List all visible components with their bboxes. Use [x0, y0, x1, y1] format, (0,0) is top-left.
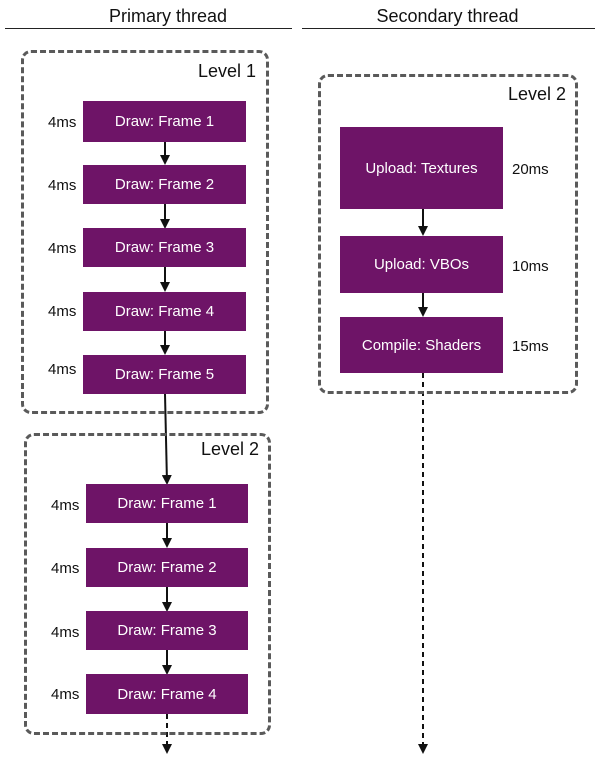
primary-level1-group	[21, 50, 269, 414]
task-time: 4ms	[48, 177, 77, 194]
task-box: Upload: Textures	[340, 127, 503, 209]
primary-header-rule	[5, 28, 292, 29]
task-box: Draw: Frame 3	[86, 611, 248, 650]
task-box: Draw: Frame 2	[86, 548, 248, 587]
primary-level1-label: Level 1	[198, 61, 257, 81]
task-time: 15ms	[512, 338, 549, 355]
task-time: 4ms	[48, 303, 77, 320]
secondary-level2-label: Level 2	[508, 84, 567, 104]
task-box: Upload: VBOs	[340, 236, 503, 293]
primary-thread-header: Primary thread	[108, 6, 228, 26]
arrow-p1-to-p2	[161, 393, 172, 485]
primary-level2-label: Level 2	[201, 439, 260, 459]
secondary-level2-group	[318, 74, 578, 394]
task-box: Draw: Frame 3	[83, 228, 246, 267]
task-box: Draw: Frame 2	[83, 165, 246, 204]
task-time: 4ms	[48, 240, 77, 257]
task-box: Draw: Frame 4	[83, 292, 246, 331]
task-box: Compile: Shaders	[340, 317, 503, 373]
task-box: Draw: Frame 1	[86, 484, 248, 523]
task-time: 4ms	[51, 560, 80, 577]
task-time: 10ms	[512, 258, 549, 275]
task-box: Draw: Frame 5	[83, 355, 246, 394]
task-time: 4ms	[48, 361, 77, 378]
secondary-header-rule	[302, 28, 595, 29]
task-box: Draw: Frame 4	[86, 674, 248, 714]
secondary-thread-header: Secondary thread	[376, 6, 519, 26]
task-time: 4ms	[51, 624, 80, 641]
task-time: 20ms	[512, 161, 549, 178]
task-time: 4ms	[51, 686, 80, 703]
task-box: Draw: Frame 1	[83, 101, 246, 142]
primary-level2-group	[24, 433, 271, 735]
task-time: 4ms	[51, 497, 80, 514]
task-time: 4ms	[48, 114, 77, 131]
